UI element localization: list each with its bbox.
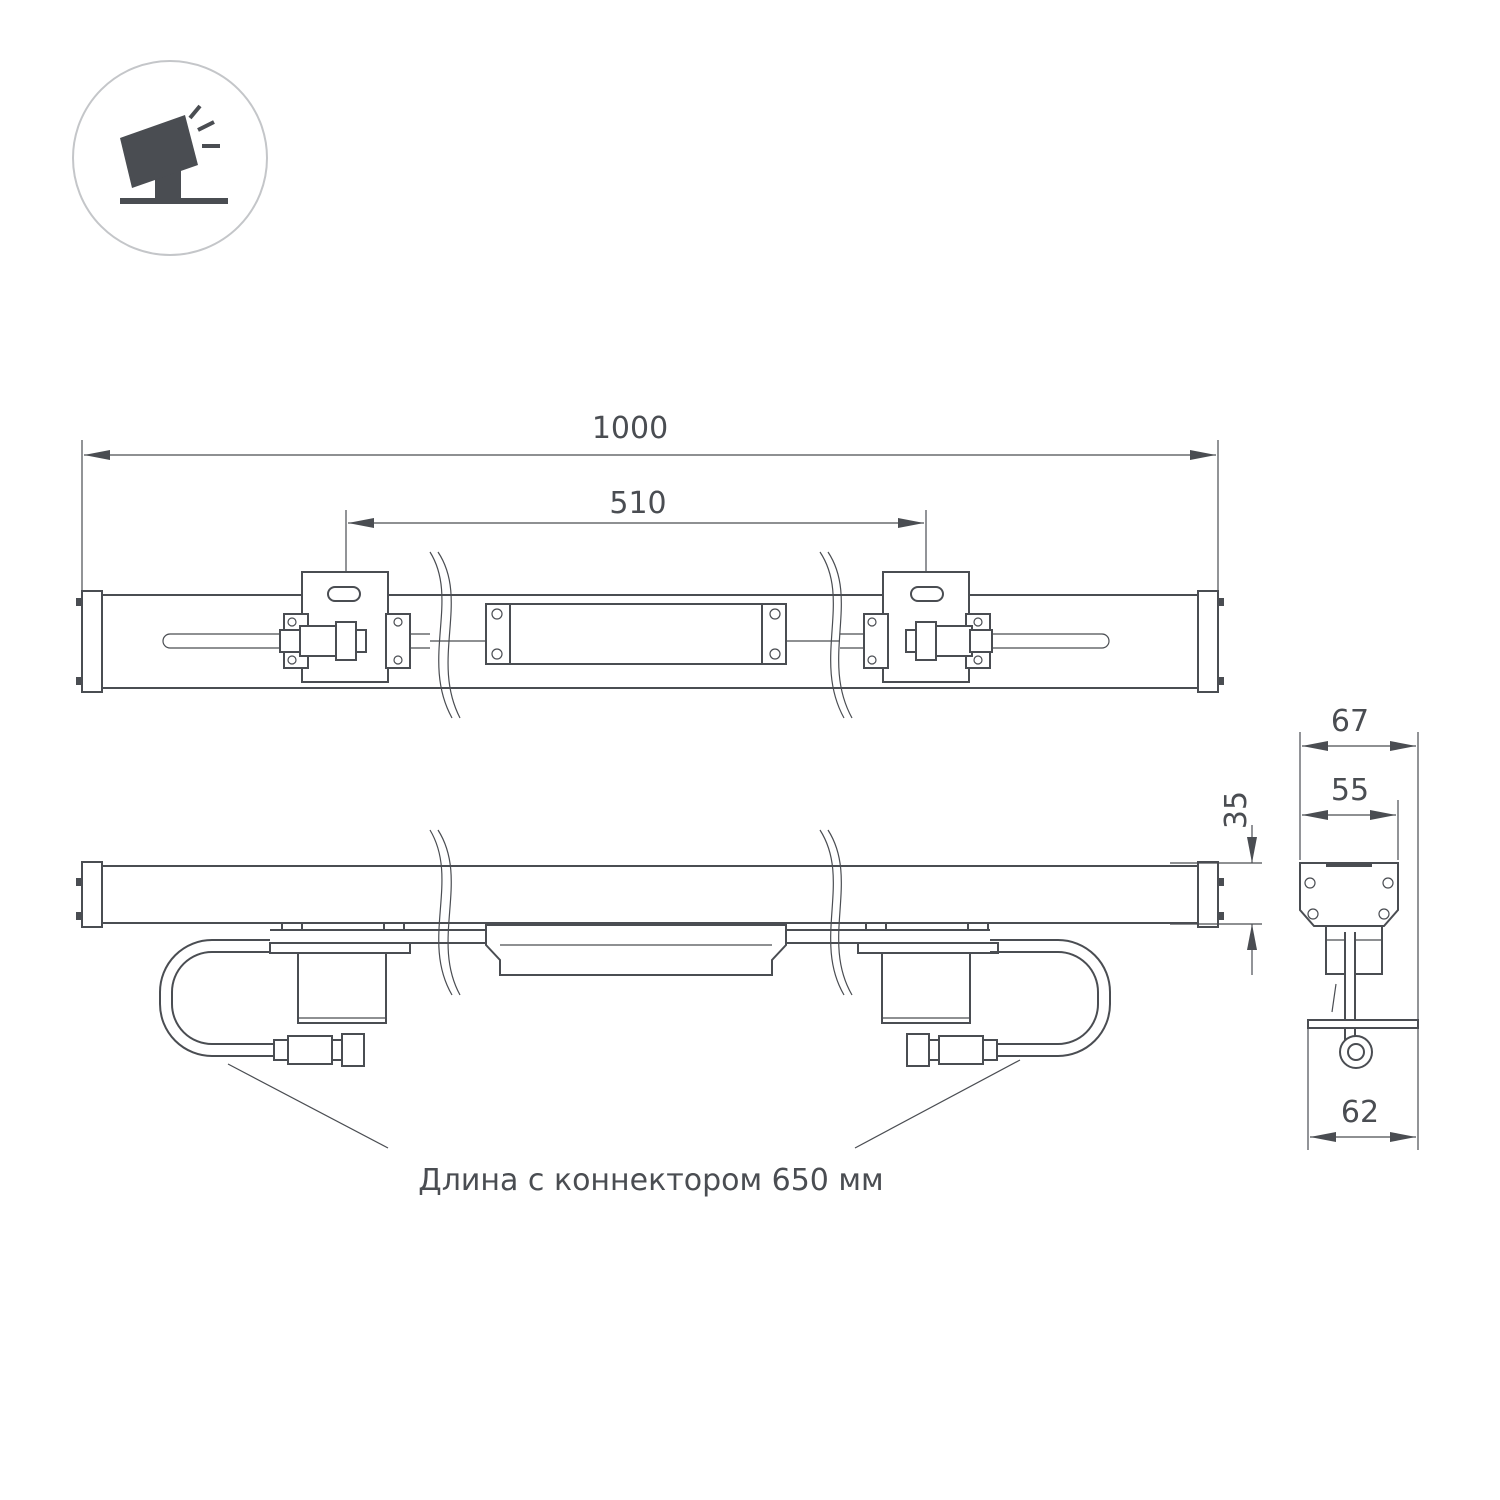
dimension-total-length: 1000: [81, 411, 1219, 595]
cable-length-note: Длина с коннектором 650 мм: [418, 1163, 883, 1198]
dimension-label-1000: 1000: [592, 411, 668, 446]
dimension-label-67: 67: [1331, 704, 1369, 739]
dimension-mount-spacing: 510: [345, 486, 927, 595]
side-view: 67 55 62: [1299, 704, 1419, 1150]
dimension-height: 35: [1170, 791, 1262, 975]
dimension-label-62: 62: [1341, 1095, 1379, 1130]
top-view: 1000 510: [76, 411, 1224, 719]
front-view: Длина с коннектором 650 мм: [76, 829, 1224, 1198]
spotlight-icon: [72, 60, 268, 256]
dimension-label-55: 55: [1331, 773, 1369, 808]
dimension-label-35: 35: [1219, 791, 1254, 829]
dimension-label-510: 510: [609, 486, 666, 521]
